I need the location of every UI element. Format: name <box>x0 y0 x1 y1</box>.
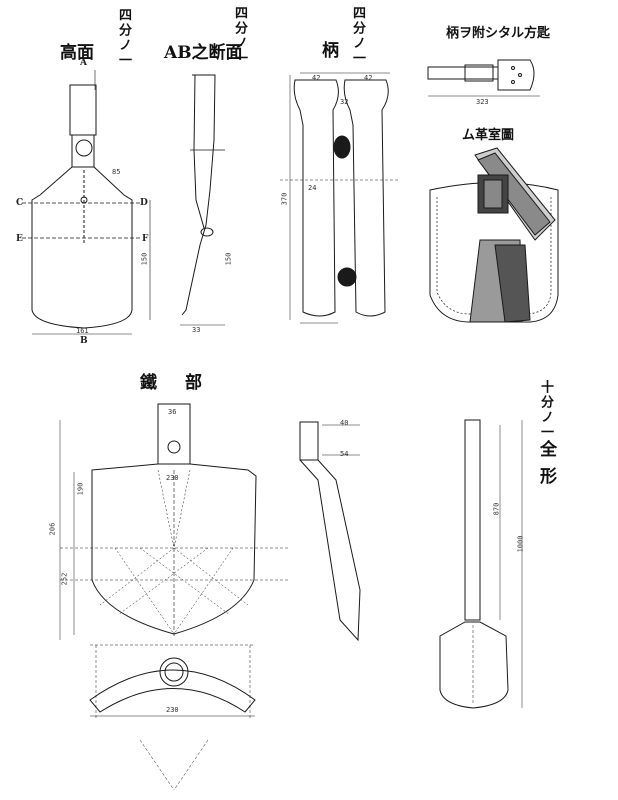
letter-e: E <box>16 234 23 244</box>
dim-blade-height-1: 150 <box>140 252 149 266</box>
scale-label-full: 十分ノ一 <box>538 380 553 440</box>
letter-d: D <box>140 198 148 208</box>
iron-part-plan-drawing <box>89 645 256 791</box>
dim-iron-36: 36 <box>168 408 177 416</box>
small-spade-drawing <box>427 59 540 97</box>
dim-iron-width: 230 <box>166 474 179 482</box>
dim-handle-length: 370 <box>280 192 289 206</box>
scale-label-3: 四分ノ一 <box>350 6 365 66</box>
letter-c: C <box>16 198 24 208</box>
dim-side-54: 54 <box>340 450 349 458</box>
letter-a: A <box>80 58 87 68</box>
dim-handle-42b: 42 <box>364 74 373 82</box>
scale-label-1: 四分ノ一 <box>116 8 131 68</box>
front-view-title: 高面 <box>60 43 94 63</box>
dim-iron-190: 190 <box>76 482 85 496</box>
leather-case-title: ム革室圖 <box>462 128 515 143</box>
dim-iron-252: 252 <box>60 572 69 586</box>
dim-handle-32: 32 <box>340 98 349 106</box>
leather-case-drawing <box>429 147 559 323</box>
dim-handle-42a: 42 <box>312 74 321 82</box>
letter-f: F <box>142 234 149 244</box>
dim-side-40: 40 <box>340 419 349 427</box>
small-spade-title: 柄ヲ附シタル方匙 <box>446 26 551 41</box>
dim-iron-bottom: 230 <box>166 706 179 714</box>
handle-title: 柄 <box>322 41 339 61</box>
dim-small-spade: 323 <box>476 98 489 106</box>
section-ab-title: AB之断面 <box>164 43 243 63</box>
dim-full-1000: 1000 <box>516 535 525 553</box>
full-form-title: 全形 <box>536 440 556 494</box>
letter-b: B <box>80 336 88 346</box>
section-ab-drawing <box>180 74 225 326</box>
dim-full-870: 870 <box>492 502 501 516</box>
iron-part-side-drawing <box>299 421 361 642</box>
dim-handle-24: 24 <box>308 184 317 192</box>
iron-part-front-drawing <box>59 403 290 646</box>
dim-blade-height-2: 150 <box>224 252 233 266</box>
iron-part-title: 鐵部 <box>140 373 230 393</box>
scale-label-2: 四分ノ一 <box>232 6 247 66</box>
full-shape-drawing <box>439 419 523 709</box>
dim-iron-206: 206 <box>48 522 57 536</box>
dim-blade-width: 161 <box>76 327 89 335</box>
front-view-drawing <box>22 70 151 335</box>
dim-section-33: 33 <box>192 326 201 334</box>
dim-front-85: 85 <box>112 168 121 176</box>
handle-drawing <box>280 72 400 324</box>
